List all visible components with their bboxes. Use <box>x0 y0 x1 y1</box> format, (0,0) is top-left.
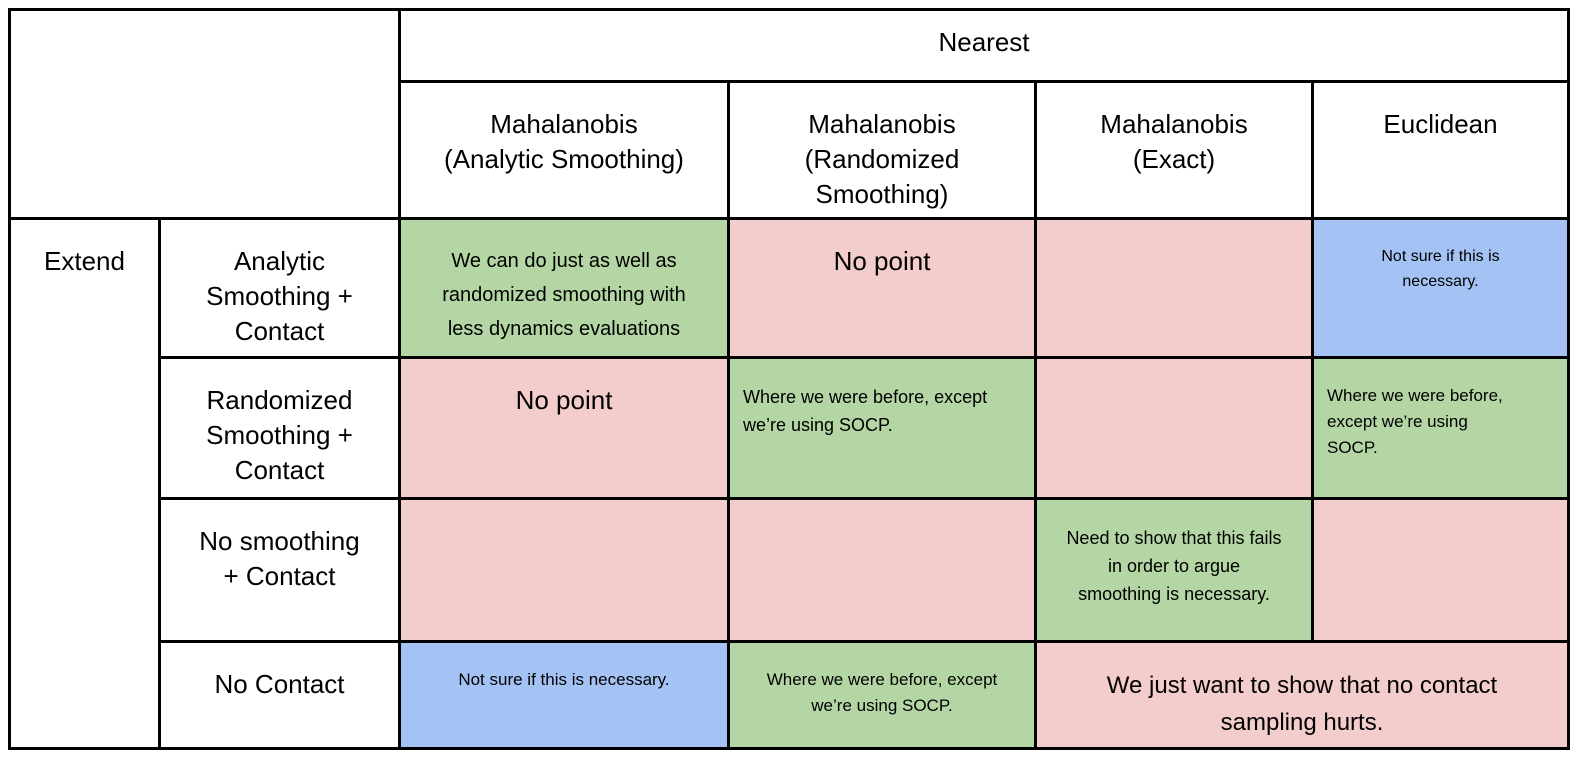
col-header-mahalanobis-randomized: Mahalanobis (Randomized Smoothing) <box>730 83 1034 217</box>
extend-group-label: Extend <box>11 220 158 747</box>
matrix-cell-r1c3 <box>1037 220 1311 356</box>
row-header-no-smoothing-contact: No smoothing + Contact <box>161 500 398 640</box>
matrix-cell-r2c4: Where we were before, except we’re using… <box>1314 359 1567 497</box>
matrix-cell-r2c3 <box>1037 359 1311 497</box>
row-header-no-contact: No Contact <box>161 643 398 747</box>
matrix-cell-r3c3: Need to show that this fails in order to… <box>1037 500 1311 640</box>
matrix-cell-r1c4: Not sure if this is necessary. <box>1314 220 1567 356</box>
row-header-analytic-smoothing-contact: Analytic Smoothing + Contact <box>161 220 398 356</box>
col-header-mahalanobis-analytic: Mahalanobis (Analytic Smoothing) <box>401 83 727 217</box>
matrix-cell-r1c1: We can do just as well as randomized smo… <box>401 220 727 356</box>
nearest-group-header: Nearest <box>401 11 1567 80</box>
matrix-cell-r4c3-merged: We just want to show that no contact sam… <box>1037 643 1567 747</box>
matrix-cell-r2c1: No point <box>401 359 727 497</box>
matrix-cell-r2c2: Where we were before, except we’re using… <box>730 359 1034 497</box>
col-header-mahalanobis-exact: Mahalanobis (Exact) <box>1037 83 1311 217</box>
planning-matrix-table: Nearest Mahalanobis (Analytic Smoothing)… <box>8 8 1570 750</box>
col-header-euclidean: Euclidean <box>1314 83 1567 217</box>
row-header-randomized-smoothing-contact: Randomized Smoothing + Contact <box>161 359 398 497</box>
matrix-cell-r3c4 <box>1314 500 1567 640</box>
matrix-cell-r1c2: No point <box>730 220 1034 356</box>
matrix-cell-r3c2 <box>730 500 1034 640</box>
matrix-cell-r3c1 <box>401 500 727 640</box>
matrix-cell-r4c2: Where we were before, except we’re using… <box>730 643 1034 747</box>
matrix-cell-r4c1: Not sure if this is necessary. <box>401 643 727 747</box>
corner-cell <box>11 11 398 217</box>
